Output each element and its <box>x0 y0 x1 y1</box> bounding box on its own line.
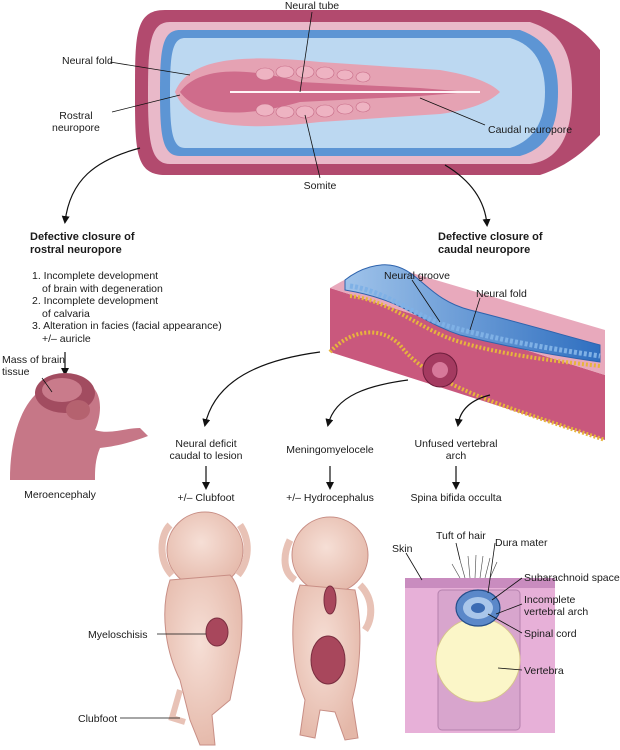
arrow-to-occulta <box>454 394 491 427</box>
arrow-to-meningomyelocele <box>325 379 409 427</box>
meroencephaly-infant <box>10 373 148 480</box>
label-clubfoot: Clubfoot <box>78 713 118 725</box>
outcome-3-result: Spina bifida occulta <box>410 492 502 504</box>
top-leader-lines <box>109 11 486 179</box>
label-caudal-neuropore: Caudal neuropore <box>488 124 573 136</box>
outcome-1-result: +/– Clubfoot <box>177 492 235 504</box>
spina-bifida-occulta-section <box>405 554 555 733</box>
label-tuft-of-hair: Tuft of hair <box>436 530 486 542</box>
outcome-2-result: +/– Hydrocephalus <box>286 492 374 504</box>
label-neural-fold-top: Neural fold <box>62 55 113 67</box>
caudal-neural-groove-section <box>328 264 606 442</box>
arrow-to-myeloschisis <box>202 351 321 427</box>
label-neural-tube: Neural tube <box>284 0 340 12</box>
label-vertebra: Vertebra <box>524 665 564 677</box>
caudal-leader-lines <box>411 279 481 331</box>
embryo-dorsal-view <box>135 10 600 175</box>
label-neural-groove: Neural groove <box>384 270 450 282</box>
infant-meningomyelocele <box>281 516 375 741</box>
label-meroencephaly: Meroencephaly <box>24 489 96 501</box>
occulta-leader-lines <box>405 542 523 671</box>
label-neural-fold-caudal: Neural fold <box>476 288 527 300</box>
outcome-2-title: Meningomyelocele <box>286 444 374 456</box>
label-spinal-cord: Spinal cord <box>524 628 577 640</box>
label-myeloschisis: Myeloschisis <box>88 629 148 641</box>
label-skin: Skin <box>392 543 413 555</box>
arrow-to-caudal <box>444 164 491 227</box>
arrow-to-rostral <box>61 147 141 224</box>
infant-myeloschisis <box>158 511 251 746</box>
label-somite: Somite <box>303 180 337 192</box>
label-dura-mater: Dura mater <box>495 537 548 549</box>
label-subarachnoid-space: Subarachnoid space <box>524 572 620 584</box>
